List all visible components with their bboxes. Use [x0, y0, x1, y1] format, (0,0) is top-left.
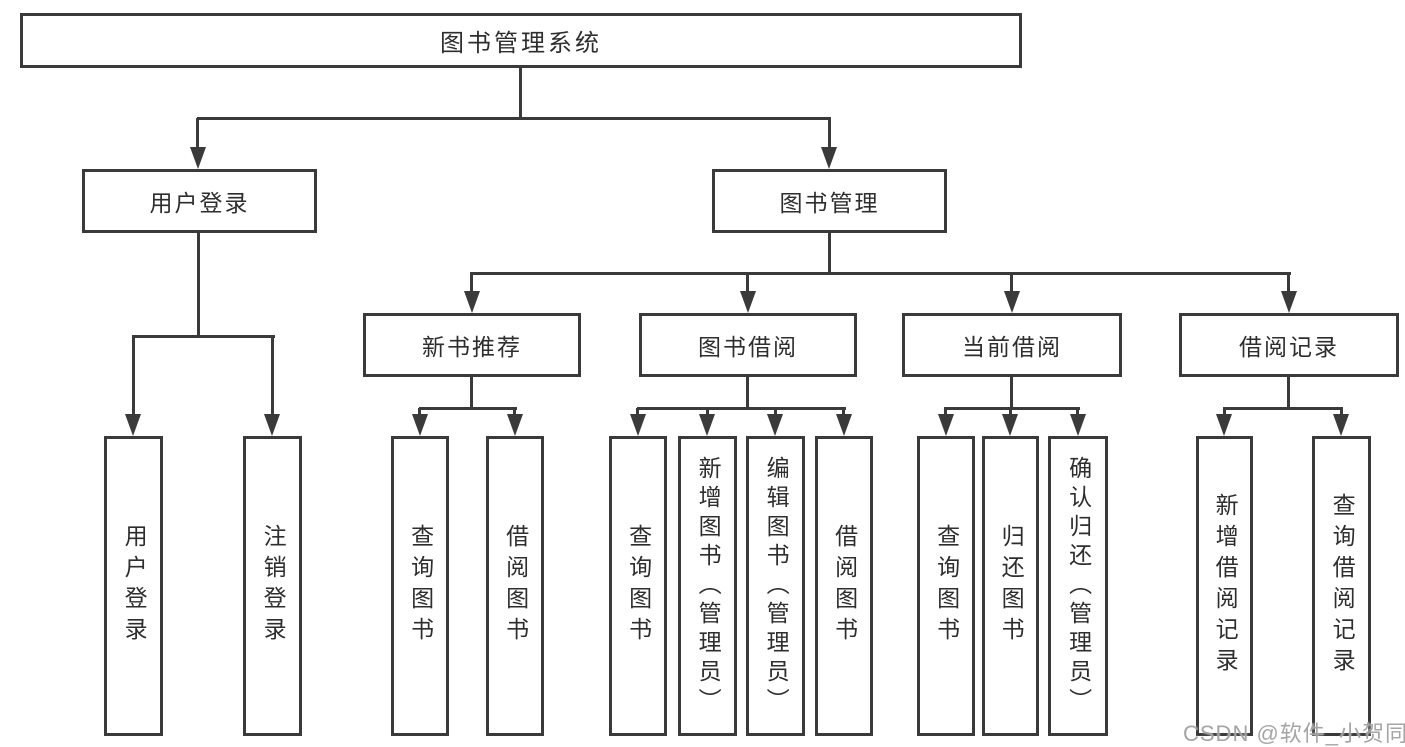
arrowhead-groupB-leaf2: [507, 414, 523, 436]
leaf-query-borrow-record: 查询借阅记录: [1312, 436, 1371, 736]
node-label: 图书管理系统: [440, 30, 602, 57]
connector-current-borrow-drop: [1010, 273, 1013, 295]
node-label: 用户登录: [149, 190, 250, 216]
node-label: 确认归还（管理员）: [1065, 455, 1092, 717]
node-label: 图书借阅: [698, 334, 798, 360]
csdn-watermark: CSDN @软件_小贺同学: [1183, 721, 1405, 746]
connector-borrow-records-drop: [1287, 273, 1290, 295]
arrowhead-current-borrow: [1004, 291, 1020, 313]
leaf-query-books-borrow: 查询图书: [609, 436, 667, 736]
node-user-login-group: 用户登录: [82, 169, 317, 233]
connector-groupC-stem: [746, 377, 749, 408]
connector-groupE-bus: [1223, 407, 1343, 410]
node-label: 图书管理: [779, 190, 880, 216]
leaf-query-books-current: 查询图书: [917, 436, 975, 736]
connector-groupD-bus: [944, 407, 1080, 410]
connector-groupC-bus: [637, 407, 846, 410]
arrowhead-groupC-leaf1: [630, 414, 646, 436]
connector-user-login-drop: [196, 118, 199, 154]
node-current-borrow: 当前借阅: [902, 313, 1122, 377]
node-label: 查询图书: [625, 524, 652, 648]
arrowhead-groupB-leaf1: [412, 414, 428, 436]
node-label: 借阅记录: [1239, 334, 1339, 360]
node-label: 新书推荐: [422, 334, 522, 360]
leaf-query-books-recommend: 查询图书: [391, 436, 449, 736]
node-label: 查询图书: [407, 524, 434, 648]
arrowhead-groupD-leaf3: [1070, 414, 1086, 436]
arrowhead-leaf-user-login: [125, 414, 141, 436]
connector-user-login-stem: [197, 233, 200, 336]
arrowhead-book-borrow: [740, 291, 756, 313]
node-label: 用户登录: [121, 524, 148, 648]
leaf-user-login: 用户登录: [104, 436, 163, 736]
connector-leaf-user-login-drop: [132, 336, 135, 420]
node-label: 查询借阅记录: [1329, 493, 1356, 679]
arrowhead-groupD-leaf2: [1002, 414, 1018, 436]
arrowhead-groupC-leaf4: [836, 414, 852, 436]
connector-book-mgmt-stem: [828, 232, 831, 274]
arrowhead-new-book: [464, 291, 480, 313]
arrowhead-groupD-leaf1: [938, 414, 954, 436]
connector-leaf-logout-drop: [271, 336, 274, 420]
node-label: 查询图书: [933, 524, 960, 648]
node-label: 借阅图书: [502, 524, 529, 648]
leaf-borrow-books-borrow: 借阅图书: [815, 436, 873, 736]
leaf-borrow-books-recommend: 借阅图书: [486, 436, 544, 736]
arrowhead-groupC-leaf3: [767, 414, 783, 436]
connector-groupB-bus: [419, 407, 517, 410]
arrowhead-groupE-leaf1: [1216, 414, 1232, 436]
connector-groupD-stem: [1010, 377, 1013, 408]
connector-groupB-stem: [470, 377, 473, 408]
connector-level2-bus: [197, 117, 831, 120]
arrowhead-user-login: [190, 147, 206, 169]
node-new-book-recommend: 新书推荐: [363, 313, 581, 377]
leaf-confirm-return-admin: 确认归还（管理员）: [1048, 436, 1108, 736]
leaf-add-book-admin: 新增图书（管理员）: [678, 436, 737, 736]
node-label: 借阅图书: [831, 524, 858, 648]
node-label: 新增借阅记录: [1212, 493, 1239, 679]
arrowhead-borrow-records: [1281, 291, 1297, 313]
node-book-borrow: 图书借阅: [639, 313, 857, 377]
connector-new-book-drop: [470, 273, 473, 295]
connector-user-login-bus: [132, 335, 275, 338]
leaf-logout: 注销登录: [243, 436, 302, 736]
connector-root-stem: [519, 68, 522, 118]
node-borrow-records: 借阅记录: [1179, 313, 1399, 377]
node-root: 图书管理系统: [20, 13, 1022, 68]
node-label: 编辑图书（管理员）: [763, 455, 790, 717]
leaf-return-book: 归还图书: [982, 436, 1039, 736]
arrowhead-groupE-leaf2: [1333, 414, 1349, 436]
connector-level3-bus: [470, 272, 1291, 275]
node-book-management: 图书管理: [712, 169, 947, 233]
node-label: 新增图书（管理员）: [695, 455, 722, 717]
arrowhead-book-mgmt: [821, 147, 837, 169]
connector-groupE-stem: [1287, 377, 1290, 408]
connector-book-mgmt-drop: [828, 118, 831, 154]
node-label: 当前借阅: [962, 334, 1062, 360]
node-label: 归还图书: [998, 524, 1025, 648]
node-label: 注销登录: [260, 524, 287, 648]
connector-book-borrow-drop: [746, 273, 749, 295]
arrowhead-leaf-logout: [264, 414, 280, 436]
leaf-edit-book-admin: 编辑图书（管理员）: [746, 436, 805, 736]
leaf-add-borrow-record: 新增借阅记录: [1196, 436, 1253, 736]
arrowhead-groupC-leaf2: [699, 414, 715, 436]
